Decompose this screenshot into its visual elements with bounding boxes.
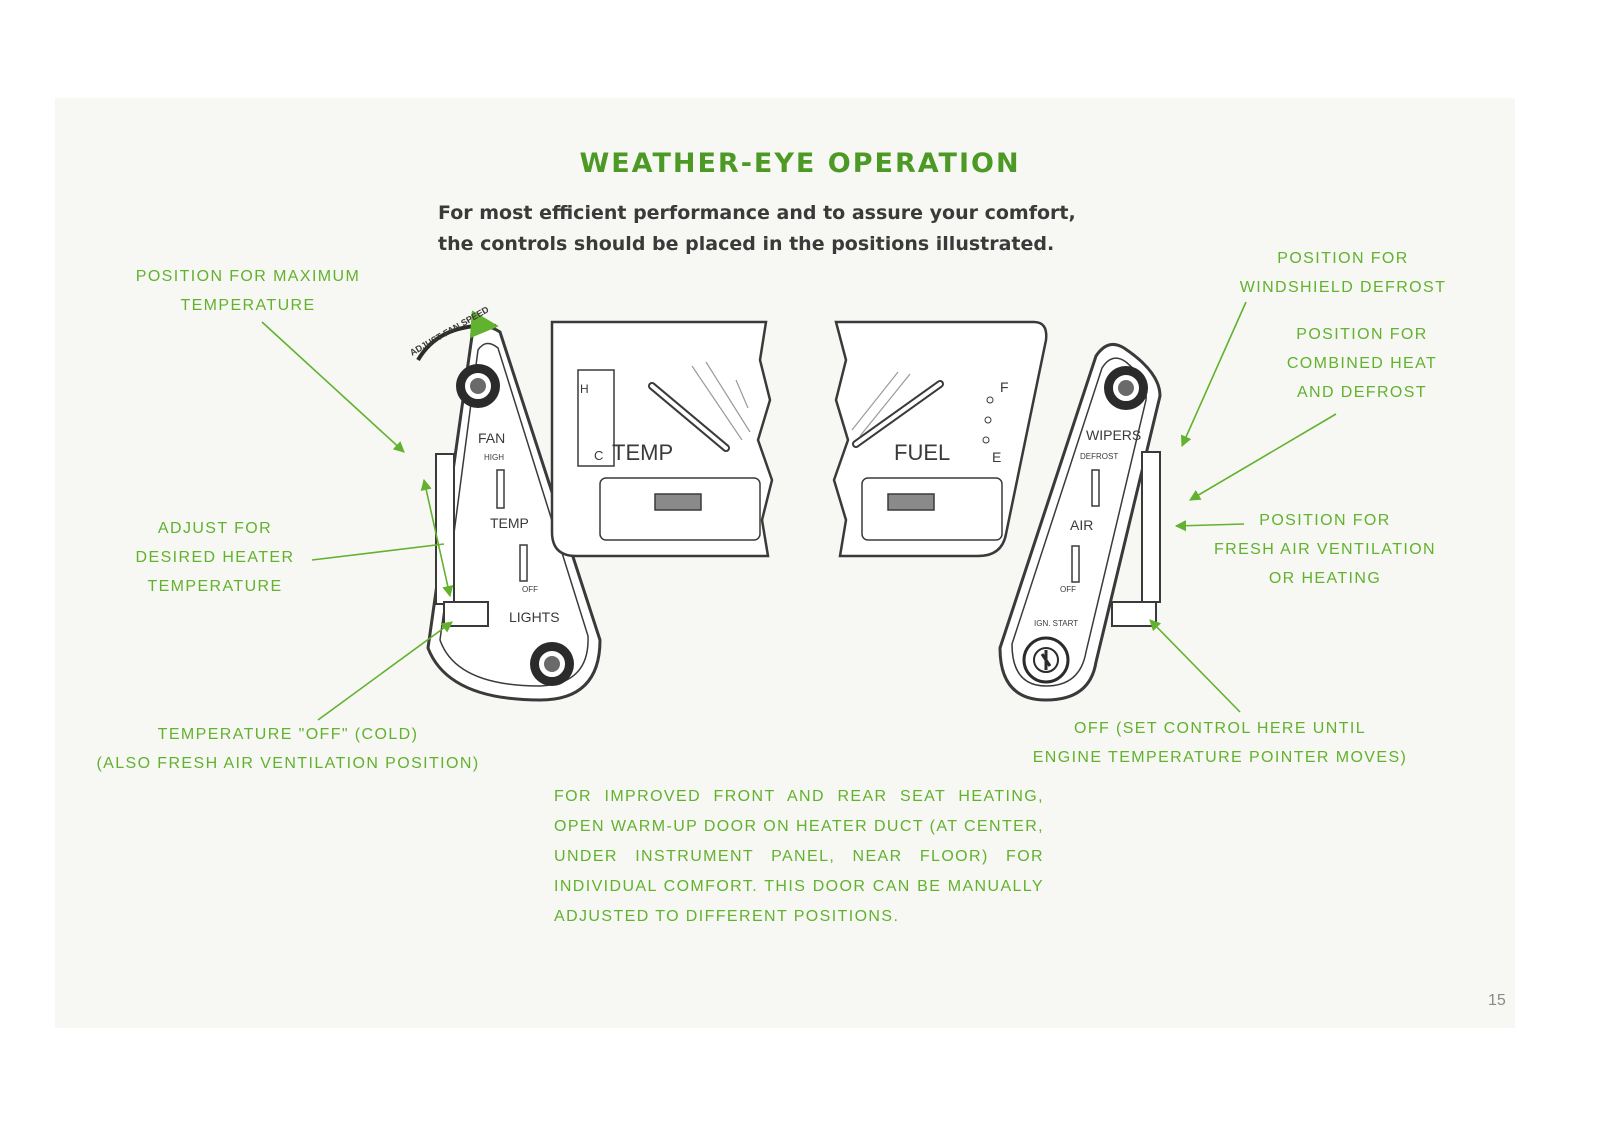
leader-arrows [261, 301, 1337, 721]
wipers-label: WIPERS [1086, 427, 1141, 443]
high-label: HIGH [484, 453, 504, 462]
page-title: WEATHER-EYE OPERATION [579, 148, 1021, 179]
fan-knob[interactable] [456, 364, 500, 408]
air-label: AIR [1070, 517, 1093, 533]
ign-start-label: IGN. START [1034, 619, 1078, 628]
manual-page [55, 98, 1515, 1028]
air-off-label: OFF [1060, 585, 1076, 594]
temperature-gauge: H C TEMP [550, 320, 774, 558]
callout-off-control: OFF (SET CONTROL HERE UNTIL ENGINE TEMPE… [1032, 720, 1408, 766]
empty-label: E [992, 449, 1001, 465]
intro-line-2: the controls should be placed in the pos… [438, 233, 1055, 255]
intro-line-1: For most efficient performance and to as… [438, 202, 1076, 224]
callout-temperature-off: TEMPERATURE "OFF" (COLD) (ALSO FRESH AIR… [96, 726, 480, 772]
lights-knob[interactable] [530, 642, 574, 686]
ignition-switch[interactable] [1022, 636, 1070, 684]
hot-label: H [580, 382, 589, 396]
callout-max-temperature: POSITION FOR MAXIMUM TEMPERATURE [135, 268, 361, 314]
right-control-panel: WIPERS DEFROST AIR OFF IGN. START [998, 342, 1162, 702]
callout-windshield-defrost: POSITION FOR WINDSHIELD DEFROST [1239, 250, 1447, 296]
fan-label: FAN [478, 430, 505, 446]
defrost-label: DEFROST [1080, 452, 1118, 461]
fuel-gauge: F E FUEL [832, 320, 1048, 558]
lights-label: LIGHTS [509, 609, 560, 625]
off-label: OFF [522, 585, 538, 594]
intro-text: For most efficient performance and to as… [438, 198, 1138, 260]
cold-label: C [594, 448, 603, 463]
fuel-gauge-label: FUEL [894, 440, 950, 465]
page-number: 15 [1488, 992, 1506, 1009]
callout-combined-heat-defrost: POSITION FOR COMBINED HEAT AND DEFROST [1286, 326, 1438, 401]
temp-label: TEMP [490, 515, 529, 531]
warm-up-door-note: FOR IMPROVED FRONT AND REAR SEAT HEATING… [554, 788, 1044, 925]
callout-fresh-air: POSITION FOR FRESH AIR VENTILATION OR HE… [1213, 512, 1437, 587]
wipers-knob[interactable] [1104, 366, 1148, 410]
callout-adjust-temperature: ADJUST FOR DESIRED HEATER TEMPERATURE [135, 520, 295, 595]
full-label: F [1000, 379, 1009, 395]
temp-gauge-label: TEMP [612, 440, 673, 465]
